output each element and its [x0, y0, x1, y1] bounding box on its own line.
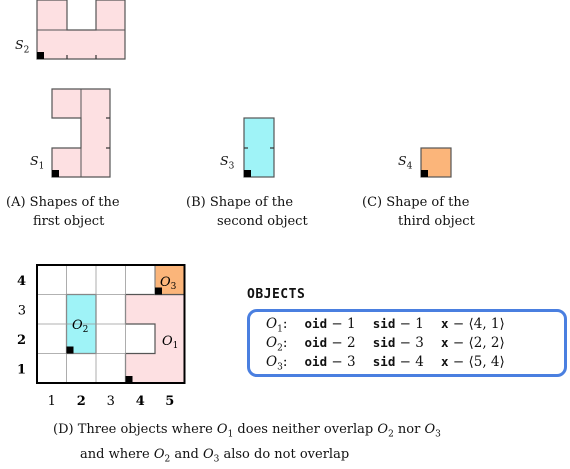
caption-d: (D) Three objects where O1 does neither … — [53, 422, 441, 465]
caption-a-line2: first object — [33, 214, 105, 229]
label-s1: S1 — [30, 153, 45, 172]
x-tick-label: 1 — [48, 394, 56, 409]
shape-s4 — [420, 147, 452, 178]
label-s3: S3 — [220, 153, 235, 172]
x-tick-label: 4 — [136, 394, 145, 409]
shape-s2 — [36, 0, 126, 60]
y-tick-label: 4 — [17, 274, 26, 289]
caption-a-line1: (A) Shapes of the — [6, 195, 120, 210]
objects-title: OBJECTS — [247, 287, 306, 302]
x-tick-label: 2 — [77, 394, 86, 409]
placement-grid: 1 2 3 4 5 1 2 3 4 O1 O2 O3 — [17, 264, 186, 409]
x-tick-label: 5 — [165, 394, 174, 409]
y-tick-label: 1 — [17, 362, 26, 377]
caption-c-line1: (C) Shape of the — [362, 195, 470, 210]
shape-s3 — [243, 117, 275, 178]
caption-b-line2: second object — [217, 214, 308, 229]
x-tick-label: 3 — [107, 394, 115, 409]
grid-label-o3: O3 — [160, 275, 177, 292]
caption-c-line2: third object — [398, 214, 475, 229]
y-tick-label: 2 — [17, 333, 26, 348]
caption-b-line1: (B) Shape of the — [186, 195, 294, 210]
objects-box: O1: oid − 1 sid − 1 x − ⟨4, 1⟩ O2: oid −… — [247, 309, 567, 377]
shape-s1 — [51, 88, 111, 178]
object-row-1: O1: oid − 1 sid − 1 x − ⟨4, 1⟩ — [266, 316, 505, 335]
label-s2: S2 — [15, 37, 30, 56]
grid-label-o2: O2 — [72, 318, 88, 335]
caption-a: (A) Shapes of the first object — [6, 193, 120, 231]
object-row-2: O2: oid − 2 sid − 3 x − ⟨2, 2⟩ — [266, 335, 505, 354]
y-tick-label: 3 — [18, 303, 26, 318]
shapes-figure — [36, 0, 452, 178]
label-s4: S4 — [398, 153, 413, 172]
grid-label-o1: O1 — [162, 334, 178, 351]
object-row-3: O3: oid − 3 sid − 4 x − ⟨5, 4⟩ — [266, 354, 505, 373]
caption-c: (C) Shape of the third object — [362, 193, 475, 231]
caption-b: (B) Shape of the second object — [186, 193, 308, 231]
